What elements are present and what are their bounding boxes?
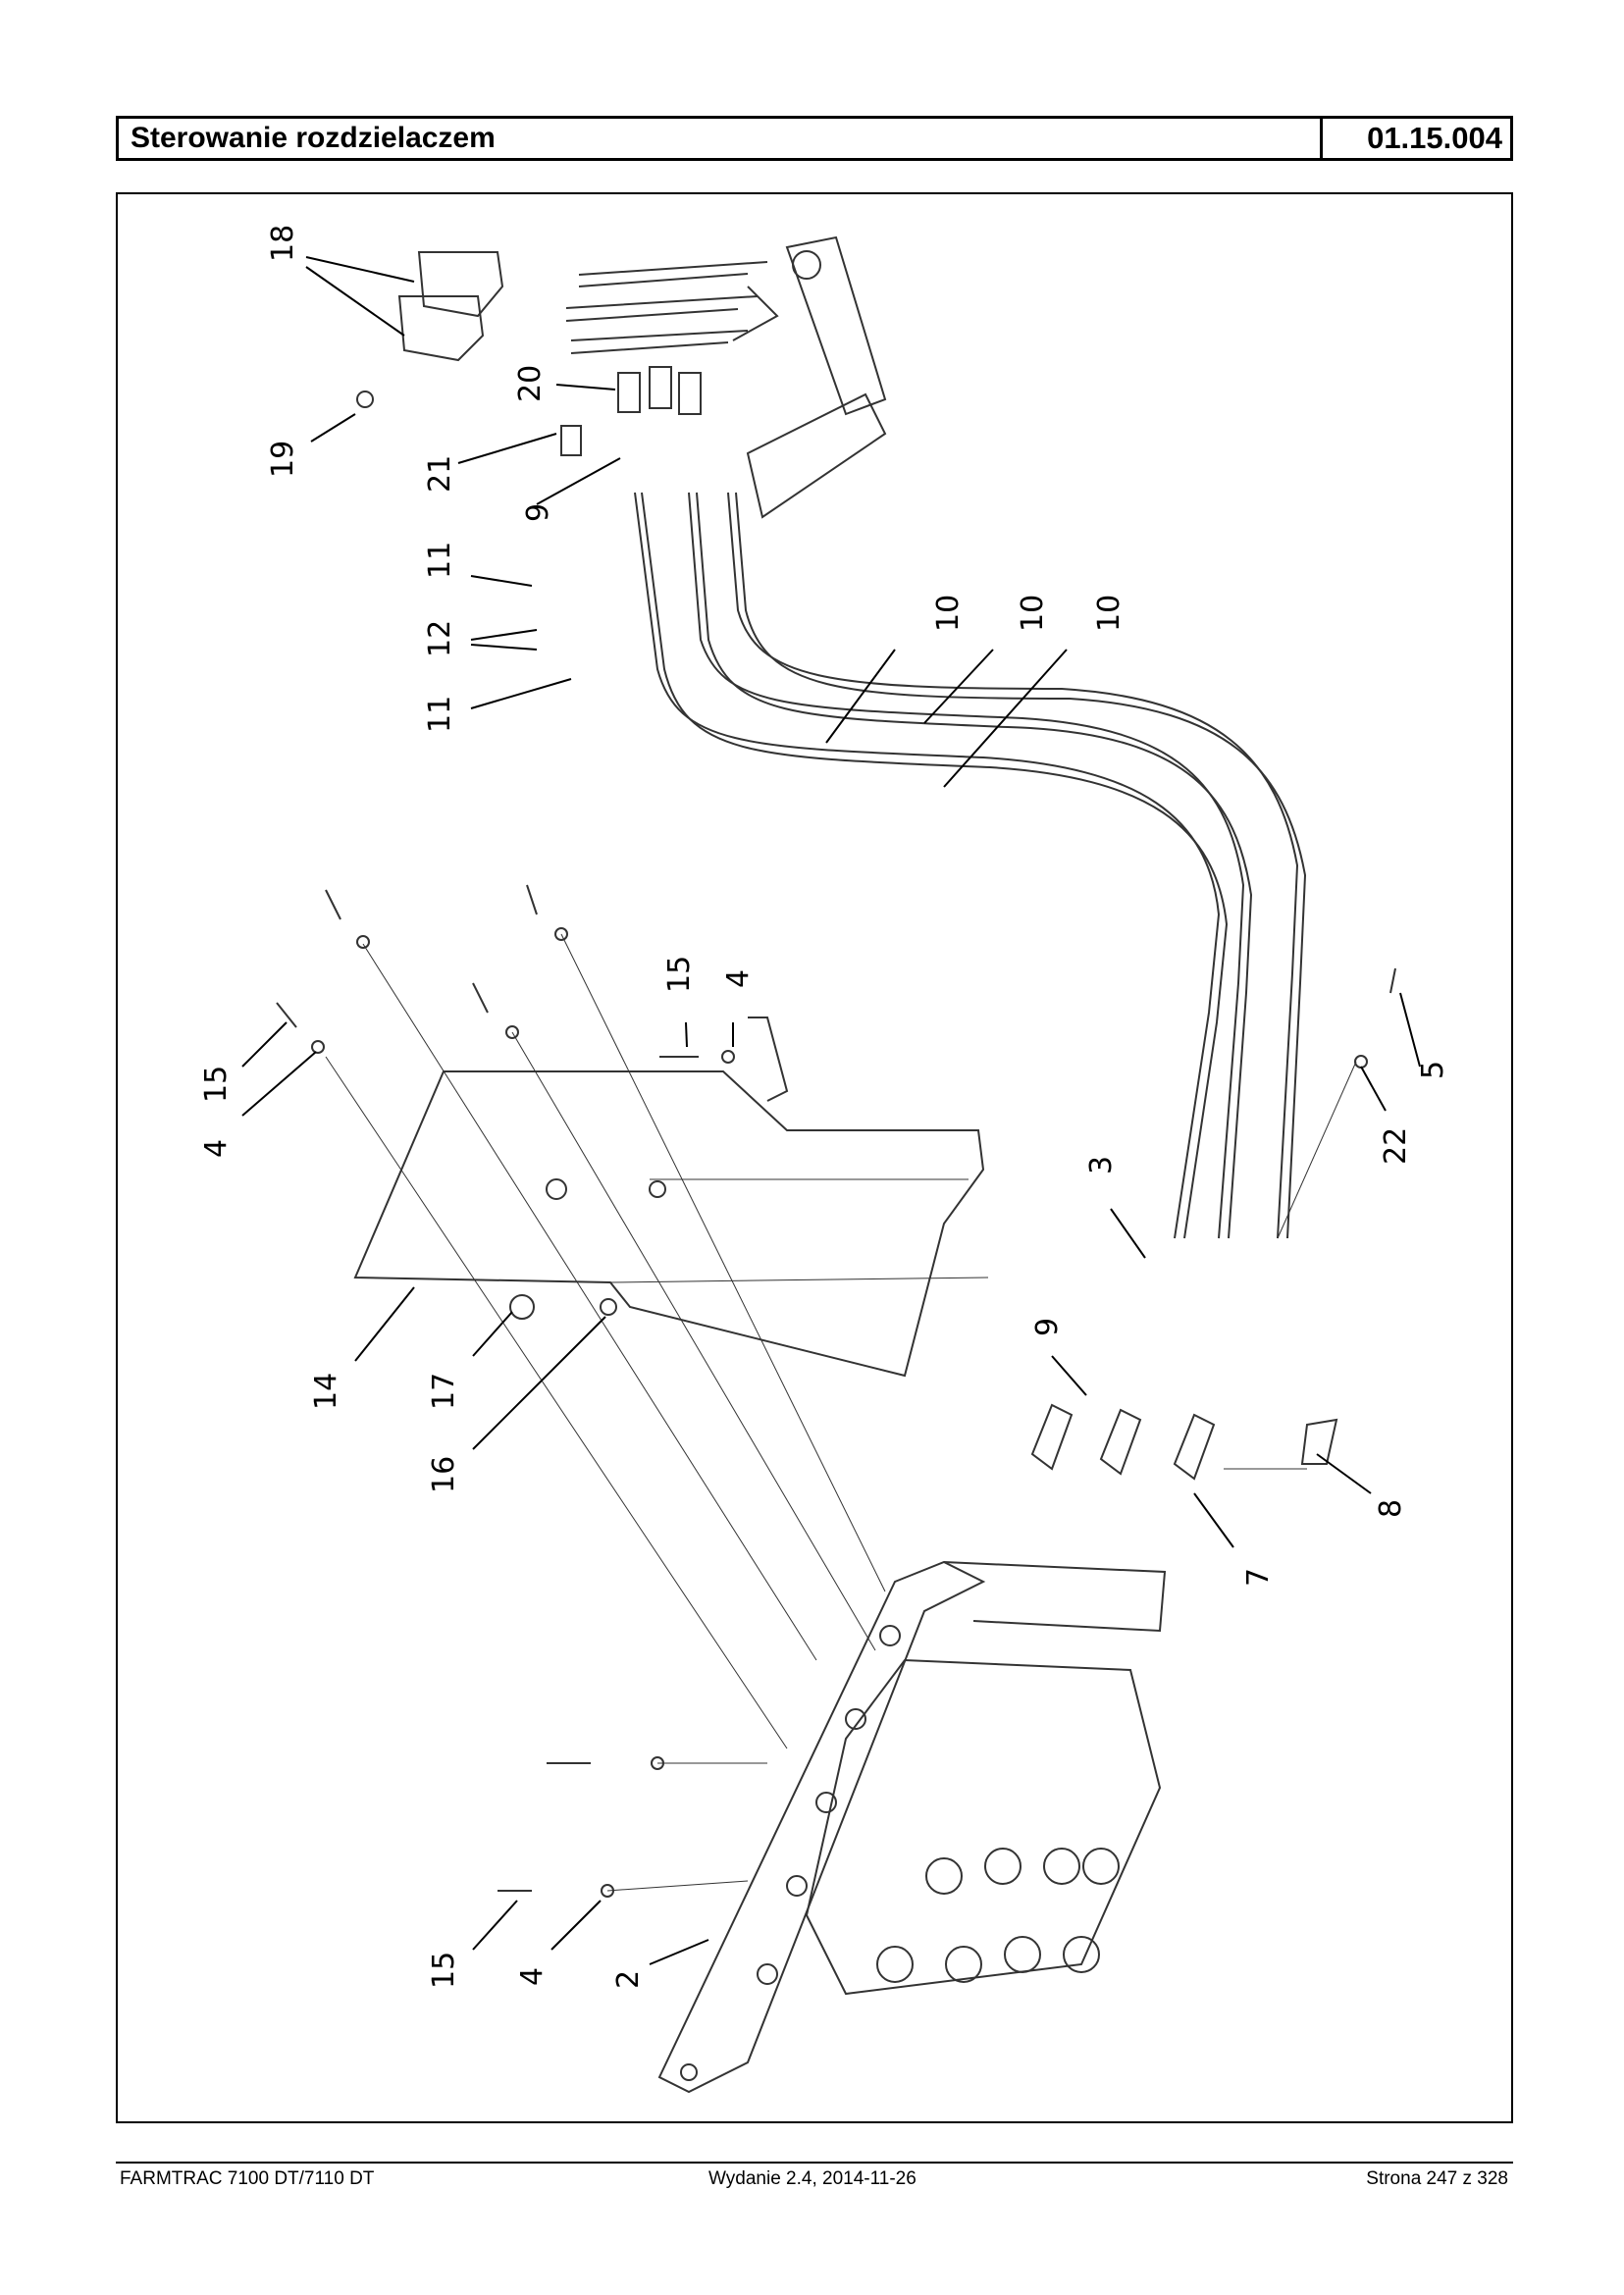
bolts — [276, 884, 1396, 1898]
callout-leaders — [241, 256, 1421, 1965]
exploded-guide-lines — [325, 933, 1357, 1892]
mounting-plate — [353, 1017, 985, 1378]
lower-clevises — [1030, 1403, 1338, 1481]
lever-bracket — [397, 235, 887, 519]
valve-block — [657, 1560, 1167, 2094]
footer-edition: Wydanie 2.4, 2014-11-26 — [708, 2168, 917, 2189]
page-header: Sterowanie rozdzielaczem 01.15.004 — [116, 116, 1513, 161]
callout-16: 16 — [427, 1456, 461, 1493]
callout-19: 19 — [266, 441, 300, 478]
exploded-parts-drawing: 18 19 20 21 9 11 12 11 10 10 10 15 4 15 … — [199, 225, 1450, 2094]
callout-8: 8 — [1374, 1499, 1408, 1518]
callout-20: 20 — [513, 365, 548, 402]
callout-18: 18 — [266, 225, 300, 262]
callout-4-left: 4 — [199, 1139, 234, 1158]
callout-10-c: 10 — [1092, 595, 1126, 632]
footer-page-number: Strona 247 z 328 — [1366, 2168, 1508, 2189]
callout-3: 3 — [1084, 1156, 1119, 1174]
callout-5: 5 — [1416, 1061, 1450, 1079]
callout-10-a: 10 — [931, 595, 966, 632]
callout-7: 7 — [1241, 1568, 1276, 1587]
callout-12: 12 — [423, 620, 457, 657]
drawing-frame: 18 19 20 21 9 11 12 11 10 10 10 15 4 15 … — [116, 192, 1513, 2123]
callout-11-bottom: 11 — [423, 696, 457, 733]
callout-9-bottom: 9 — [1030, 1318, 1065, 1336]
callout-22: 22 — [1379, 1127, 1413, 1165]
callout-21: 21 — [423, 455, 457, 493]
callout-14: 14 — [309, 1373, 343, 1410]
callout-15-plate: 15 — [662, 956, 697, 993]
callout-4-plate: 4 — [721, 969, 756, 988]
top-clevises — [356, 366, 702, 456]
callout-9-top: 9 — [521, 503, 555, 522]
callout-2: 2 — [611, 1970, 646, 1989]
callout-10-b: 10 — [1016, 595, 1050, 632]
footer-divider — [116, 2162, 1513, 2164]
callout-4-bottom: 4 — [515, 1967, 550, 1986]
page-title: Sterowanie rozdzielaczem — [131, 122, 496, 154]
callout-15-left: 15 — [199, 1066, 234, 1103]
section-code: 01.15.004 — [1320, 119, 1510, 158]
callout-11-top: 11 — [423, 542, 457, 579]
callout-17: 17 — [427, 1373, 461, 1410]
control-cables — [634, 492, 1307, 1239]
callout-15-bottom: 15 — [427, 1952, 461, 1989]
footer-model: FARMTRAC 7100 DT/7110 DT — [120, 2168, 375, 2189]
callout-labels: 18 19 20 21 9 11 12 11 10 10 10 15 4 15 … — [199, 225, 1450, 1989]
